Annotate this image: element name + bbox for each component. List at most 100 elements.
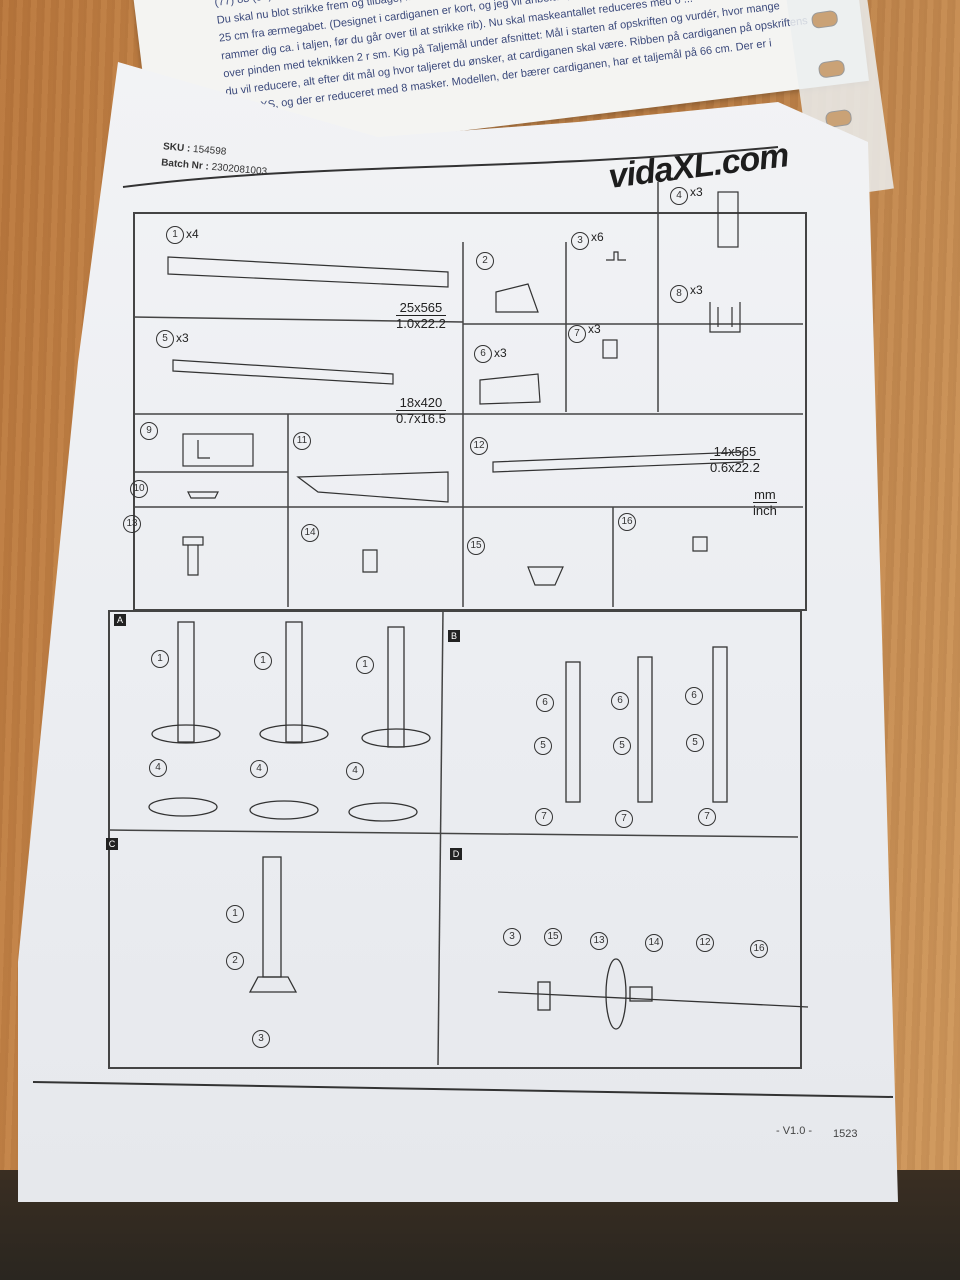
step-c-label-2: 2 — [226, 952, 244, 970]
step-d-label-16: 16 — [750, 940, 768, 958]
step-a-tube-1 — [177, 621, 195, 743]
part-number-6: 6 — [474, 345, 492, 363]
foot-part-15 — [527, 566, 564, 586]
part-number-14: 14 — [301, 524, 319, 542]
wrench-part-9 — [197, 440, 210, 459]
step-b-label-6: 6 — [611, 692, 629, 710]
part12-dimension: 14x565 0.6x22.2 — [710, 444, 760, 475]
step-a-label-1: 1 — [356, 656, 374, 674]
step-b-tube-2 — [637, 656, 653, 803]
part-number-1: 1 — [166, 226, 184, 244]
connector-part-6 — [479, 373, 541, 405]
part1-mm: 25x565 — [399, 300, 443, 315]
part-number-7: 7 — [568, 325, 586, 343]
step-d-label-12: 12 — [696, 934, 714, 952]
part-qty-4: x3 — [690, 185, 703, 199]
part-number-8: 8 — [670, 285, 688, 303]
unit-inch: inch — [753, 502, 777, 518]
part5-dimension: 18x420 0.7x16.5 — [396, 395, 446, 426]
step-grid-lines — [107, 609, 799, 1066]
step-c-label-3: 3 — [252, 1030, 270, 1048]
clip-part-4 — [717, 191, 739, 248]
step-c-tag: C — [106, 838, 118, 850]
part-number-9: 9 — [140, 422, 158, 440]
bolt-part-13 — [182, 536, 204, 576]
unit-mm: mm — [754, 487, 776, 502]
step-b-label-5: 5 — [534, 737, 552, 755]
tube-part-5 — [172, 359, 394, 385]
assembly-manual-sheet: SKU : 154598 Batch Nr : 2302081003 vidaX… — [18, 62, 898, 1202]
tube-part-12 — [492, 451, 744, 473]
part-number-13: 13 — [123, 515, 141, 533]
sleeve-part-14 — [362, 549, 378, 573]
step-a-label-4: 4 — [250, 760, 268, 778]
step-d-label-15: 15 — [544, 928, 562, 946]
base-part-2 — [495, 283, 539, 313]
parts-grid-lines — [132, 182, 803, 607]
step-b-label-7: 7 — [535, 808, 553, 826]
part-number-3: 3 — [571, 232, 589, 250]
part-number-4: 4 — [670, 187, 688, 205]
step-a-rotation — [348, 802, 418, 822]
step-b-label-5: 5 — [613, 737, 631, 755]
step-a-rotation — [259, 724, 329, 744]
part-number-5: 5 — [156, 330, 174, 348]
part-10 — [187, 491, 219, 499]
step-d-foot — [537, 981, 551, 1011]
punch-hole — [817, 59, 846, 79]
step-b-label-6: 6 — [536, 694, 554, 712]
print-code: 1523 — [833, 1128, 858, 1140]
header-rule — [122, 146, 779, 188]
cap-part-7 — [602, 339, 618, 359]
cap-part-16 — [692, 536, 708, 552]
punch-hole — [810, 9, 839, 30]
part-number-11: 11 — [293, 432, 311, 450]
part-number-15: 15 — [467, 537, 485, 555]
part-qty-1: x4 — [186, 227, 199, 241]
step-a-label-4: 4 — [346, 762, 364, 780]
step-drawings — [148, 621, 809, 1030]
step-b-tube-1 — [565, 661, 581, 803]
step-a-label-1: 1 — [254, 652, 272, 670]
step-d-rotation — [605, 958, 627, 1030]
step-d-label-13: 13 — [590, 932, 608, 950]
step-a-rotation — [151, 724, 221, 744]
step-a-tube-2 — [285, 621, 303, 743]
step-a-rotation — [249, 800, 319, 820]
step-a-label-1: 1 — [151, 650, 169, 668]
step-b-label-6: 6 — [685, 687, 703, 705]
step-a-rotation — [361, 728, 431, 748]
step-b-label-5: 5 — [686, 734, 704, 752]
part-qty-5: x3 — [176, 331, 189, 345]
step-a-label-4: 4 — [149, 759, 167, 777]
version-label: - V1.0 - — [776, 1125, 813, 1137]
part12-mm: 14x565 — [713, 444, 757, 459]
step-a-rotation — [148, 797, 218, 817]
part12-inch: 0.6x22.2 — [710, 459, 760, 475]
part5-inch: 0.7x16.5 — [396, 410, 446, 426]
part-qty-3: x6 — [591, 230, 604, 244]
step-b-tube-3 — [712, 646, 728, 803]
step-b-label-7: 7 — [698, 808, 716, 826]
part-qty-6: x3 — [494, 346, 507, 360]
part1-inch: 1.0x22.2 — [396, 315, 446, 331]
footer-rule — [32, 1081, 894, 1098]
part5-mm: 18x420 — [399, 395, 443, 410]
part-qty-7: x3 — [588, 322, 601, 336]
unit-legend: mm inch — [753, 487, 777, 518]
step-d-sleeve — [629, 986, 653, 1002]
parts-drawings — [167, 191, 744, 586]
step-d-tag: D — [450, 848, 462, 860]
step-b-label-7: 7 — [615, 810, 633, 828]
step-a-tag: A — [114, 614, 126, 626]
part-number-12: 12 — [470, 437, 488, 455]
part1-dimension: 25x565 1.0x22.2 — [396, 300, 446, 331]
step-d-label-3: 3 — [503, 928, 521, 946]
part-number-10: 10 — [130, 480, 148, 498]
cover-part-11 — [296, 471, 449, 503]
step-c-base — [248, 976, 298, 993]
part-qty-8: x3 — [690, 283, 703, 297]
part-number-2: 2 — [476, 252, 494, 270]
tube-part-1 — [167, 256, 449, 288]
part-number-16: 16 — [618, 513, 636, 531]
